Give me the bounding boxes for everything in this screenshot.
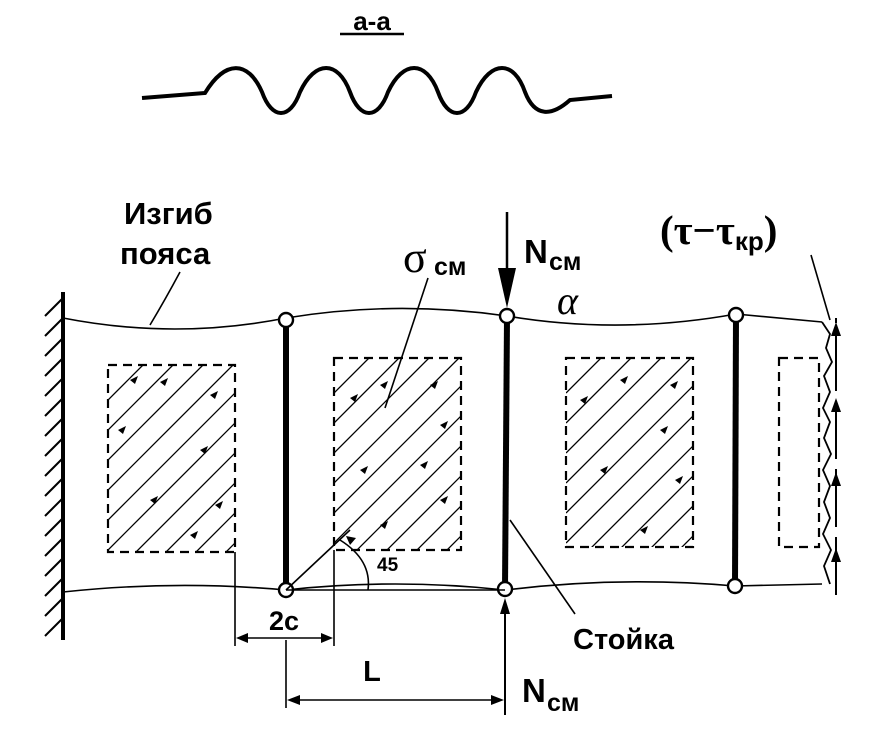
shear-flow-arrows [831, 318, 841, 595]
post-3 [732, 315, 739, 587]
flange-bending-label-line1: Изгиб [124, 196, 213, 231]
tension-field-1 [106, 363, 237, 554]
upper-flange [62, 307, 823, 330]
gap-label: 2c [269, 606, 299, 636]
sigma-label: σ [403, 233, 427, 282]
span-arrow-right [491, 695, 504, 705]
n-bottom-arrowhead [500, 598, 510, 614]
tau-sub: кр [735, 226, 764, 256]
angle-diagonal [285, 529, 351, 591]
tau-open: (τ−τ [660, 207, 735, 253]
span-arrow-left [287, 695, 300, 705]
flange-bending-leader [149, 271, 181, 326]
n-top-arrowhead [498, 268, 516, 308]
node-bottom-2 [496, 580, 514, 598]
sigma-leader [384, 277, 429, 409]
n-top-subscript: см [549, 248, 581, 276]
tau-label: (τ−τкр) [660, 207, 777, 256]
tension-field-3 [564, 356, 695, 549]
wall-hatching [44, 297, 64, 637]
gap-arrow-left [236, 633, 248, 643]
node-top-3 [727, 306, 745, 324]
node-top-1 [277, 311, 295, 329]
torn-edge [821, 321, 834, 585]
gap-arrow-right [321, 633, 333, 643]
tau-close: ) [764, 207, 778, 253]
tension-arrows [118, 376, 683, 539]
sigma-subscript: см [434, 253, 466, 281]
tension-field-4 [777, 356, 821, 549]
post-leader [509, 519, 576, 615]
node-bottom-3 [726, 577, 744, 595]
angle-label: 45 [377, 555, 399, 576]
post-2 [502, 317, 510, 589]
alpha-label: α [557, 278, 579, 323]
span-label: L [363, 656, 381, 688]
tension-field-2 [332, 356, 463, 552]
angle-arc-arrowhead [346, 536, 356, 545]
sigma-symbol: σ [403, 233, 427, 282]
n-bottom-subscript: см [547, 689, 579, 717]
flange-bending-label-line2: пояса [120, 236, 211, 271]
tau-leader [810, 254, 831, 321]
lower-flange [62, 581, 823, 593]
n-top-label: N [524, 233, 548, 270]
angle-arc [339, 539, 370, 591]
section-title: а-а [353, 6, 391, 36]
corrugated-section-profile [141, 66, 613, 115]
post-label: Стойка [573, 624, 675, 656]
node-top-2 [498, 307, 516, 325]
n-bottom-label: N [522, 672, 546, 709]
